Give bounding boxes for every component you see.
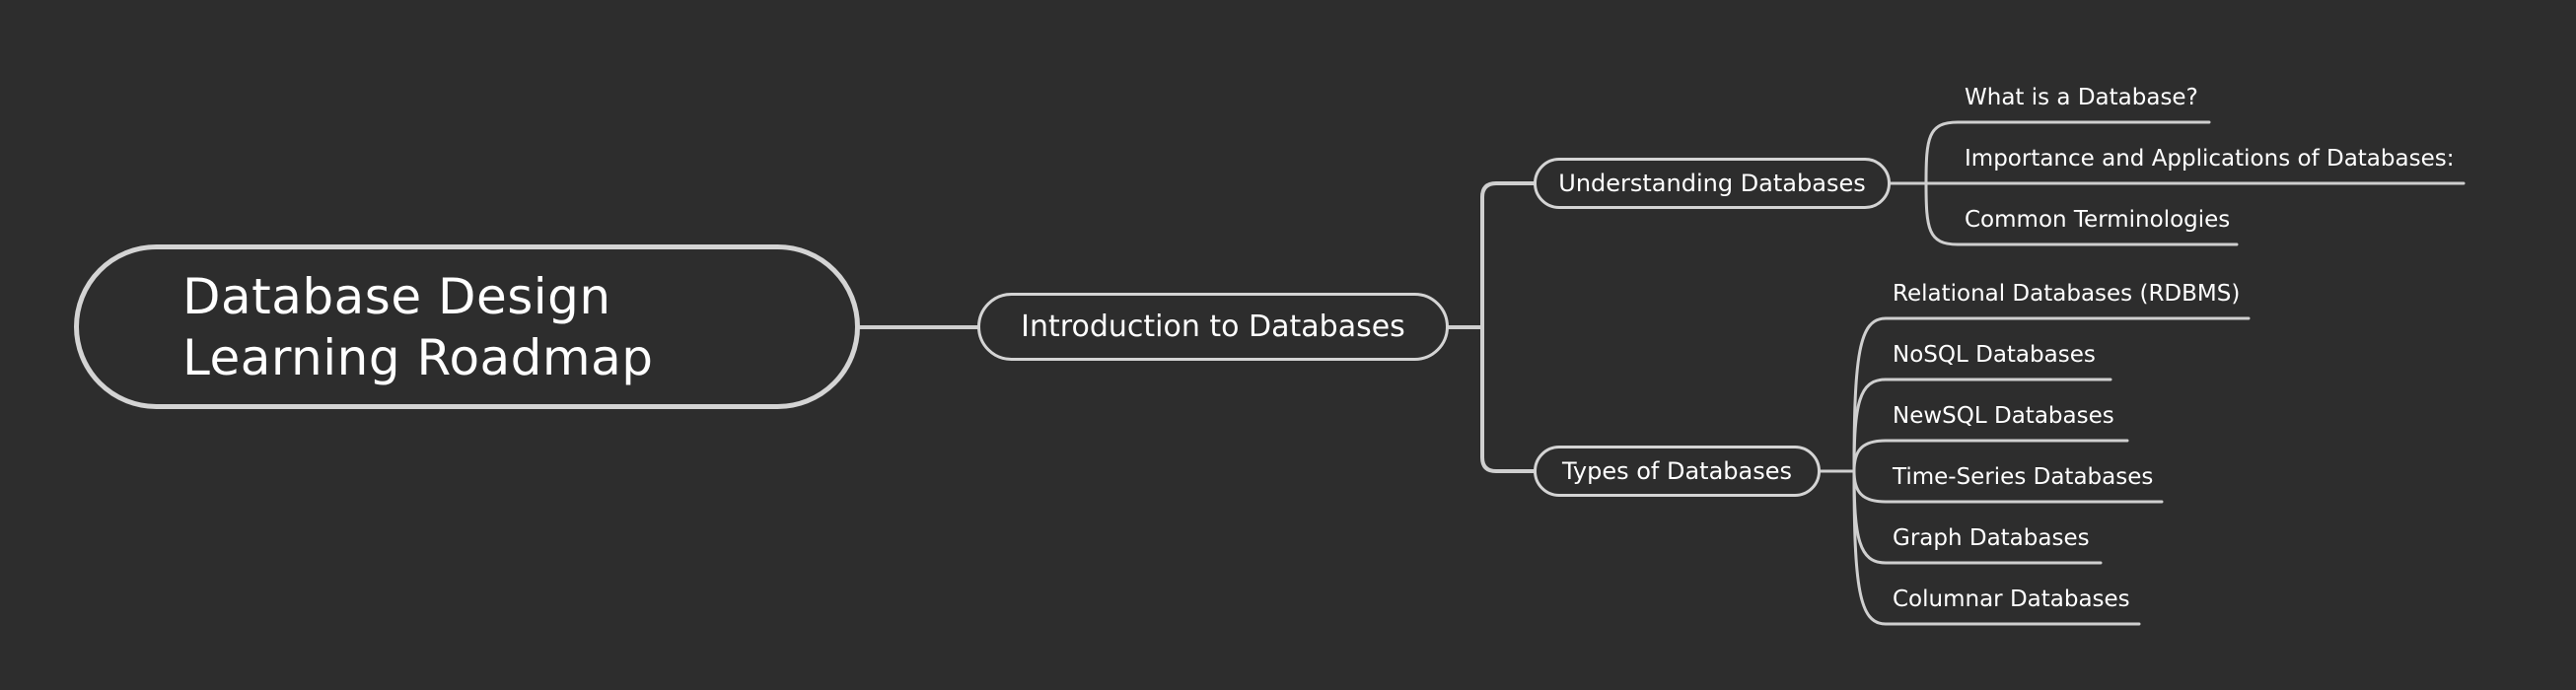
leaf-what-is-a-database[interactable]: What is a Database? — [1965, 85, 2198, 110]
leaf-nosql-databases[interactable]: NoSQL Databases — [1893, 342, 2096, 368]
connector-leaf-types-6 — [1852, 469, 2141, 626]
leaf-time-series-databases[interactable]: Time-Series Databases — [1893, 464, 2154, 490]
leaf-importance-and-applications[interactable]: Importance and Applications of Databases… — [1965, 146, 2455, 172]
branch-node-understanding-databases[interactable]: Understanding Databases — [1534, 158, 1891, 209]
branch-node-types-of-databases[interactable]: Types of Databases — [1534, 446, 1821, 497]
topic-node-introduction[interactable]: Introduction to Databases — [977, 293, 1449, 361]
leaf-newsql-databases[interactable]: NewSQL Databases — [1893, 403, 2114, 429]
leaf-columnar-databases[interactable]: Columnar Databases — [1893, 586, 2130, 612]
leaf-graph-databases[interactable]: Graph Databases — [1893, 525, 2090, 551]
root-title: Database Design Learning Roadmap — [182, 266, 654, 388]
connector-leaf-understanding-1 — [1924, 120, 2211, 185]
connector-spine — [1480, 181, 1536, 473]
branch-label: Types of Databases — [1561, 457, 1793, 485]
root-title-line-2: Learning Roadmap — [182, 329, 654, 386]
connector-leaf-types-2 — [1852, 378, 2112, 473]
root-title-line-1: Database Design — [182, 268, 611, 325]
topic-label: Introduction to Databases — [1021, 310, 1405, 344]
branch-label: Understanding Databases — [1558, 170, 1866, 197]
connector-leaf-types-3 — [1852, 439, 2129, 473]
connector-leaf-understanding-3 — [1924, 181, 2239, 246]
leaf-common-terminologies[interactable]: Common Terminologies — [1965, 207, 2231, 233]
root-node[interactable] — [74, 244, 860, 409]
leaf-relational-databases[interactable]: Relational Databases (RDBMS) — [1893, 281, 2241, 307]
